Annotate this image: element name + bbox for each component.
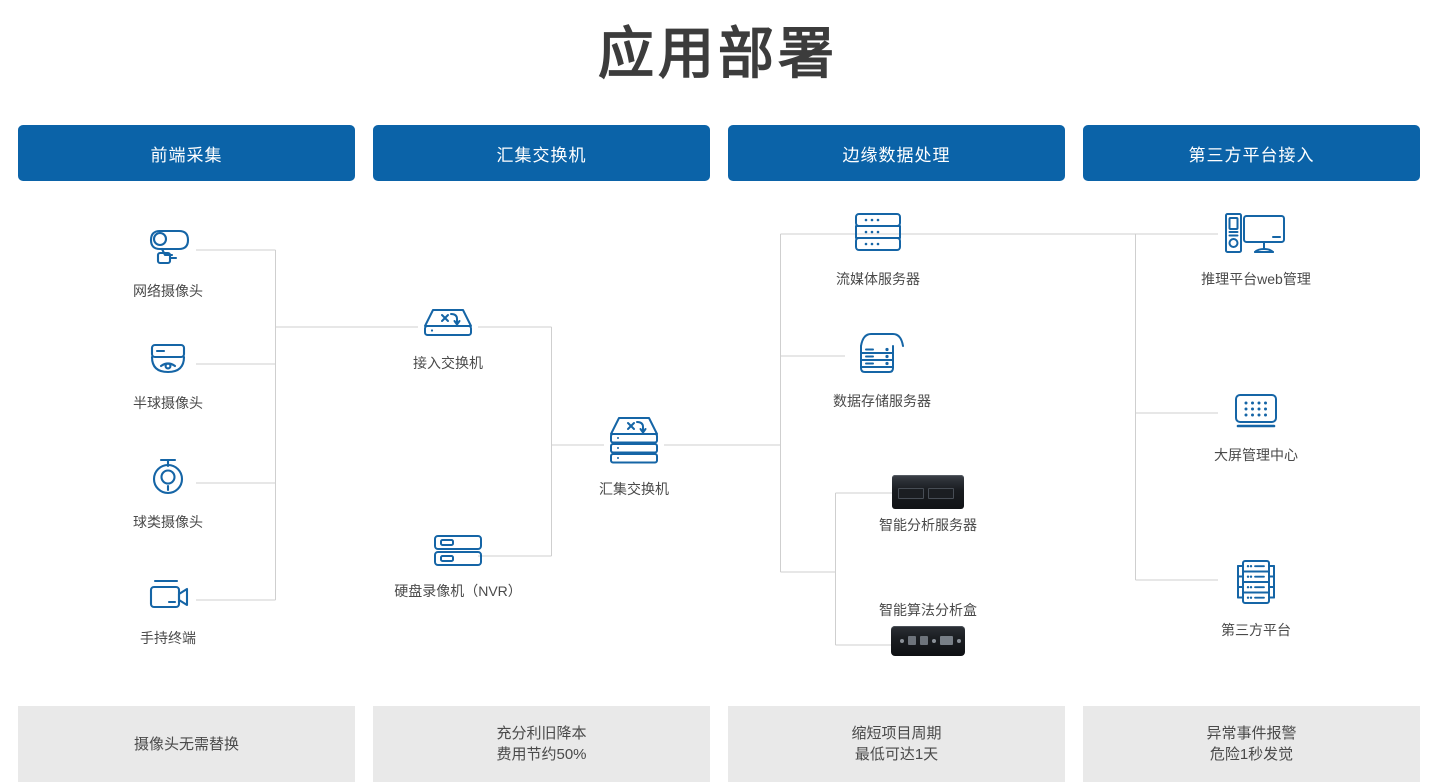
column-header-label: 边缘数据处理 [842,145,951,165]
node-dome-camera[interactable]: 半球摄像头 [112,340,224,413]
footer-aggregation-switch: 充分利旧降本 费用节约50% [373,706,710,782]
bullet-camera-icon [112,224,224,275]
node-ptz-camera[interactable]: 球类摄像头 [112,455,224,532]
nvr-rack-icon [378,530,538,575]
column-header-label: 第三方平台接入 [1188,145,1315,165]
footer-line-1: 摄像头无需替换 [133,735,239,753]
node-label: 智能分析服务器 [879,517,977,533]
node-ai-analysis-server[interactable]: 智能分析服务器 [862,475,994,535]
node-label: 半球摄像头 [133,395,203,411]
node-label: 流媒体服务器 [836,271,920,287]
node-third-party-platform[interactable]: 第三方平台 [1186,557,1326,640]
footer-front-end-capture: 摄像头无需替换 [18,706,355,782]
footer-text: 摄像头无需替换 [134,734,239,755]
node-label: 第三方平台 [1221,622,1291,638]
ptz-camera-icon [112,455,224,506]
column-header-third-party-platform-access[interactable]: 第三方平台接入 [1083,125,1420,181]
node-label: 推理平台web管理 [1201,271,1311,287]
stacked-switch-icon [564,412,704,473]
node-label: 智能算法分析盒 [879,602,977,618]
column-header-label: 汇集交换机 [496,145,587,165]
node-label: 接入交换机 [413,355,483,371]
node-access-switch[interactable]: 接入交换机 [378,302,518,373]
node-label: 汇集交换机 [599,481,669,497]
stacked-server-icon [812,208,944,263]
footer-third-party-platform-access: 异常事件报警 危险1秒发觉 [1083,706,1420,782]
footer-text: 充分利旧降本 费用节约50% [496,723,586,765]
node-label: 数据存储服务器 [833,393,931,409]
dome-camera-icon [112,340,224,387]
rack-server-photo [862,475,994,509]
node-video-wall-center[interactable]: 大屏管理中心 [1186,390,1326,465]
page-title: 应用部署 [598,22,838,85]
node-label: 手持终端 [140,630,196,646]
footer-line-1: 充分利旧降本 [496,725,587,742]
edge-box-photo [862,626,994,656]
footer-line-1: 缩短项目周期 [851,725,942,742]
node-ai-algorithm-box[interactable]: 智能算法分析盒 [862,600,994,656]
footer-edge-data-processing: 缩短项目周期 最低可达1天 [728,706,1065,782]
node-core-aggregation-switch[interactable]: 汇集交换机 [564,412,704,499]
column-header-front-end-capture[interactable]: 前端采集 [18,125,355,181]
column-header-edge-data-processing[interactable]: 边缘数据处理 [728,125,1065,181]
footer-line-1: 异常事件报警 [1206,725,1297,742]
footer-text: 异常事件报警 危险1秒发觉 [1206,723,1296,765]
column-header-label: 前端采集 [150,145,223,165]
node-network-camera[interactable]: 网络摄像头 [112,224,224,301]
node-data-storage-server[interactable]: 数据存储服务器 [816,328,948,411]
storage-server-icon [816,328,948,385]
edge-box-ports [900,636,961,645]
column-header-aggregation-switch[interactable]: 汇集交换机 [373,125,710,181]
node-nvr[interactable]: 硬盘录像机（NVR） [378,530,538,601]
footer-line-2: 最低可达1天 [854,746,939,763]
desktop-pc-icon [1186,210,1326,263]
footer-line-2: 费用节约50% [496,746,587,763]
video-wall-icon [1186,390,1326,439]
footer-line-2: 危险1秒发觉 [1209,746,1294,763]
node-label: 球类摄像头 [133,514,203,530]
node-inference-web-admin[interactable]: 推理平台web管理 [1186,210,1326,289]
node-label: 硬盘录像机（NVR） [394,583,522,599]
node-streaming-media-server[interactable]: 流媒体服务器 [812,208,944,289]
node-label: 网络摄像头 [133,283,203,299]
network-switch-icon [378,302,518,347]
node-label: 大屏管理中心 [1214,447,1298,463]
camcorder-icon [112,577,224,622]
server-rack-icon [1186,557,1326,614]
footer-text: 缩短项目周期 最低可达1天 [851,723,941,765]
node-handheld-device[interactable]: 手持终端 [112,577,224,648]
